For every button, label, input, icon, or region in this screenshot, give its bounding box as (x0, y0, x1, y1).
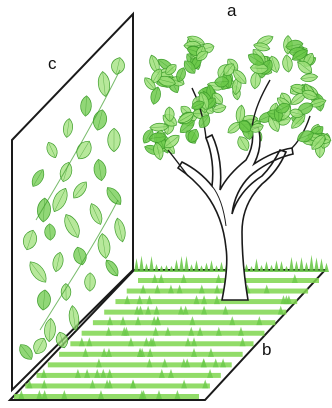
label-b: b (262, 341, 271, 358)
label-a: a (227, 2, 236, 19)
leaf (282, 54, 294, 72)
label-c: c (48, 55, 57, 72)
leaf (300, 73, 318, 83)
tree-crown-front (142, 43, 332, 161)
tree (140, 33, 332, 300)
